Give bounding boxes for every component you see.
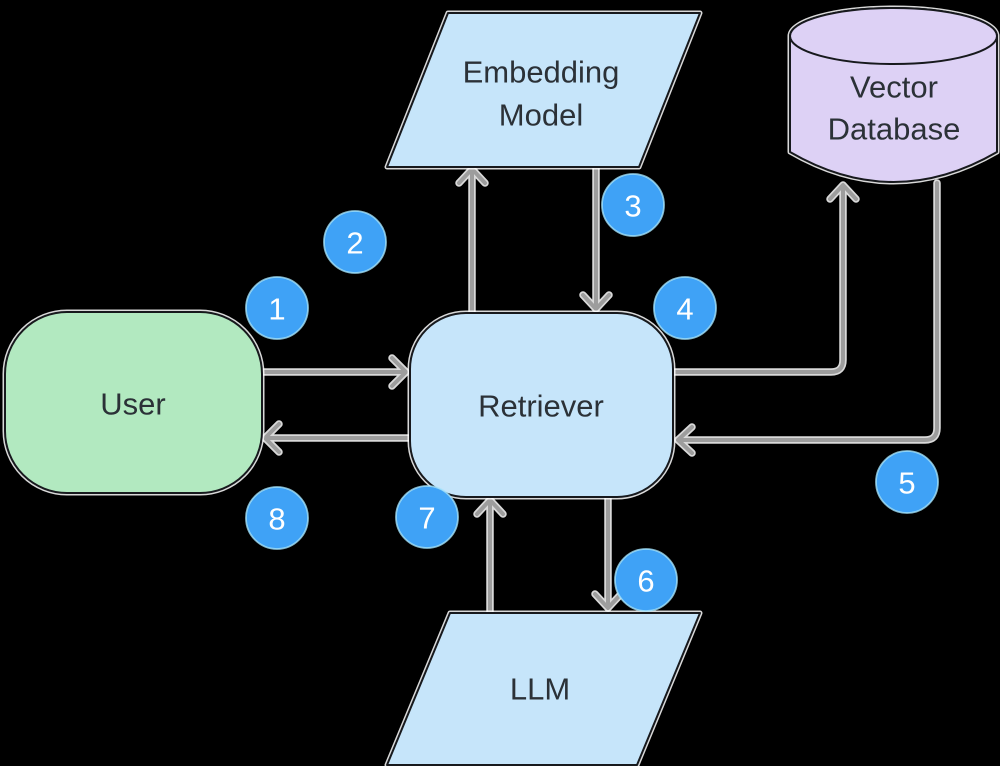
- step-badge-number: 7: [418, 501, 435, 536]
- arrow-down-icon: [593, 495, 623, 610]
- step-badge-circle: [653, 276, 717, 340]
- step-badge-7: 7: [395, 485, 459, 549]
- step-badge-circle: [323, 210, 387, 274]
- arrow-down-icon: [581, 165, 611, 311]
- node-vector-database-top: [789, 7, 998, 65]
- node-vector-database: Vector Database: [787, 5, 1000, 185]
- step-badge-8: 8: [245, 486, 309, 550]
- arrows-layer: [258, 163, 941, 616]
- node-embedding-model-shape: [386, 12, 701, 168]
- node-embedding-model: Embedding Model: [384, 10, 703, 170]
- arrow-elbow-left-icon: [676, 181, 939, 455]
- nodes-layer: User Embedding Model Vector Database: [2, 5, 1000, 766]
- step-badge-number: 1: [268, 292, 285, 327]
- step-badge-number: 5: [898, 466, 915, 501]
- arrow-elbow-up-icon: [671, 183, 858, 374]
- node-vector-database-label-line1: Vector: [850, 70, 938, 105]
- step-badge-number: 4: [676, 292, 693, 327]
- step-badge-circle: [601, 173, 665, 237]
- arrow-up-icon: [457, 167, 487, 315]
- arrow-fringe: [669, 181, 860, 376]
- step-badge-3: 3: [601, 173, 665, 237]
- arrow-retriever-to-user: [261, 420, 414, 456]
- node-embedding-model-label-line2: Model: [499, 98, 583, 133]
- arrow-left-icon: [263, 422, 412, 454]
- node-user-label: User: [100, 387, 165, 422]
- arrow-retriever-to-vectordb: [669, 181, 860, 376]
- node-retriever: Retriever: [407, 310, 676, 500]
- node-retriever-shape: [409, 312, 674, 498]
- arrow-llm-to-retriever: [473, 496, 507, 616]
- step-badge-circle: [614, 548, 678, 612]
- step-badge-circle: [245, 486, 309, 550]
- node-retriever-label: Retriever: [478, 389, 604, 424]
- arrow-right-icon: [260, 356, 408, 388]
- step-badge-number: 2: [346, 226, 363, 261]
- step-badge-circle: [245, 276, 309, 340]
- step-badge-circle: [875, 450, 939, 514]
- step-badges-layer: 1 2 3 4 5 6: [245, 173, 939, 612]
- step-badge-4: 4: [653, 276, 717, 340]
- step-badge-5: 5: [875, 450, 939, 514]
- node-llm-shape: [386, 612, 701, 766]
- node-embedding-model-label-line1: Embedding: [463, 55, 620, 90]
- step-badge-number: 8: [268, 502, 285, 537]
- node-llm: LLM: [384, 610, 703, 766]
- step-badge-6: 6: [614, 548, 678, 612]
- step-badge-number: 6: [637, 564, 654, 599]
- arrow-embedding-to-retriever: [579, 163, 613, 313]
- step-badge-2: 2: [323, 210, 387, 274]
- step-badge-circle: [395, 485, 459, 549]
- arrow-retriever-to-embedding: [455, 165, 489, 317]
- arrow-fringe: [674, 179, 941, 457]
- arrow-vectordb-to-retriever: [674, 179, 941, 457]
- step-badge-1: 1: [245, 276, 309, 340]
- arrow-up-icon: [475, 498, 505, 614]
- node-vector-database-label-line2: Database: [828, 112, 961, 147]
- node-llm-label: LLM: [510, 672, 570, 707]
- step-badge-number: 3: [624, 189, 641, 224]
- node-user: User: [2, 309, 265, 496]
- arrow-user-to-retriever: [258, 354, 410, 390]
- arrow-retriever-to-llm: [591, 493, 625, 612]
- node-user-shape: [4, 311, 263, 494]
